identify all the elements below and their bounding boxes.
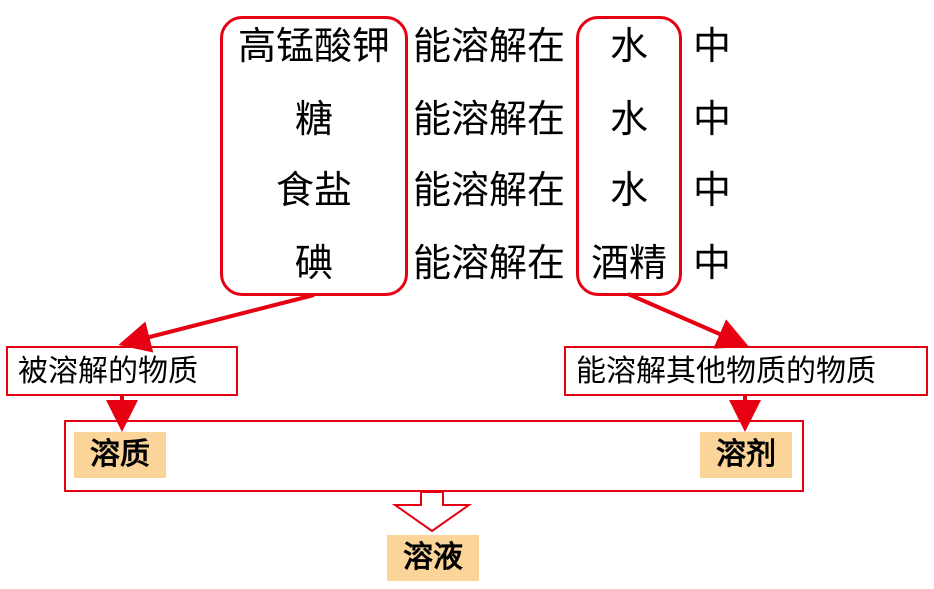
- verb-text: 能溶解在: [413, 24, 566, 68]
- suffix-text: 中: [693, 97, 732, 141]
- solvent-text: 水: [609, 168, 648, 212]
- verb-text: 能溶解在: [413, 241, 566, 285]
- suffix-text: 中: [693, 24, 732, 68]
- solution-term: 溶液: [387, 535, 479, 581]
- solution-arrow: [391, 491, 473, 533]
- solute-definition-label: 被溶解的物质: [18, 354, 198, 389]
- solvent-term: 溶剂: [700, 432, 792, 478]
- solute-term: 溶质: [74, 432, 166, 478]
- verb-text: 能溶解在: [413, 97, 566, 141]
- solvent-text: 水: [609, 24, 648, 68]
- solvent-arrow: [627, 292, 749, 349]
- verb-text: 能溶解在: [413, 168, 566, 212]
- solute-group-box: [220, 16, 408, 296]
- solute-arrow: [118, 293, 315, 353]
- solute-text: 碘: [294, 241, 333, 285]
- solvent-definition-label: 能溶解其他物质的物质: [576, 354, 876, 389]
- solvent-text: 水: [609, 97, 648, 141]
- suffix-text: 中: [693, 168, 732, 212]
- solute-text: 糖: [294, 97, 333, 141]
- suffix-text: 中: [693, 241, 732, 285]
- solute-text: 食盐: [275, 168, 352, 212]
- solute-text: 高锰酸钾: [237, 24, 390, 68]
- solvent-text: 酒精: [590, 241, 667, 285]
